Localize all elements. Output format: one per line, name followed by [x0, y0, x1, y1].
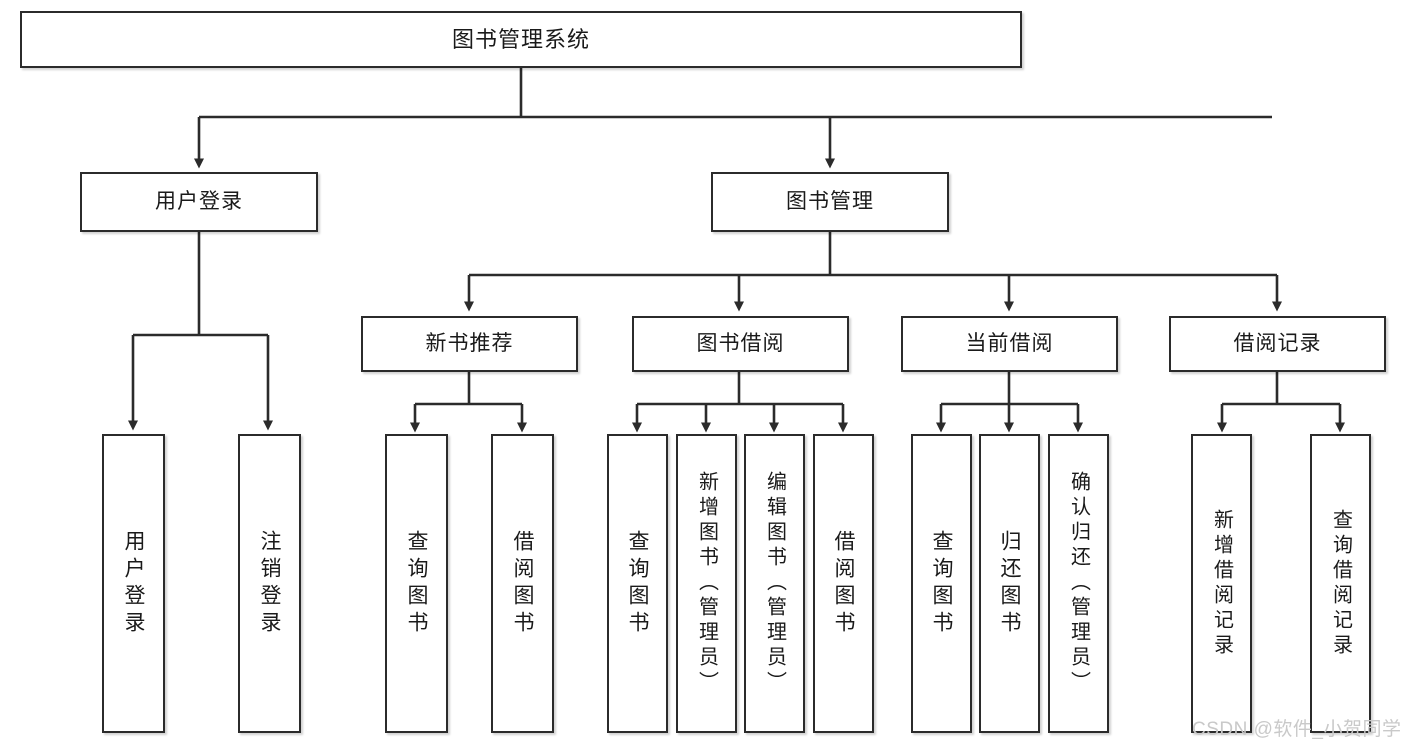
- node-leaf-borrow-book-2[interactable]: 借阅图书: [813, 434, 874, 733]
- node-leaf-return-book-label: 归还图书: [998, 529, 1021, 638]
- node-leaf-borrow-book-1[interactable]: 借阅图书: [491, 434, 554, 733]
- node-borrow-record[interactable]: 借阅记录: [1169, 316, 1386, 372]
- node-root[interactable]: 图书管理系统: [20, 11, 1022, 68]
- node-leaf-query-borrow-record[interactable]: 查询借阅记录: [1310, 434, 1371, 733]
- node-root-label: 图书管理系统: [451, 26, 590, 52]
- node-leaf-query-borrow-record-label: 查询借阅记录: [1329, 508, 1352, 659]
- node-leaf-return-book[interactable]: 归还图书: [979, 434, 1040, 733]
- node-user-login-label: 用户登录: [155, 189, 243, 213]
- node-leaf-edit-book-admin-label: 编辑图书（管理员）: [763, 471, 786, 696]
- node-user-login[interactable]: 用户登录: [80, 172, 318, 232]
- node-leaf-edit-book-admin[interactable]: 编辑图书（管理员）: [744, 434, 805, 733]
- node-leaf-query-book-2[interactable]: 查询图书: [607, 434, 668, 733]
- node-leaf-query-book-2-label: 查询图书: [626, 529, 649, 638]
- node-leaf-add-borrow-record[interactable]: 新增借阅记录: [1191, 434, 1252, 733]
- node-leaf-query-book-1-label: 查询图书: [405, 529, 428, 638]
- node-leaf-user-logout[interactable]: 注销登录: [238, 434, 301, 733]
- node-current-borrow[interactable]: 当前借阅: [901, 316, 1118, 372]
- node-book-manage[interactable]: 图书管理: [711, 172, 949, 232]
- node-leaf-query-book-3[interactable]: 查询图书: [911, 434, 972, 733]
- node-book-borrow[interactable]: 图书借阅: [632, 316, 849, 372]
- node-leaf-add-borrow-record-label: 新增借阅记录: [1210, 508, 1233, 659]
- node-leaf-user-login-label: 用户登录: [122, 529, 145, 638]
- node-leaf-confirm-return-admin[interactable]: 确认归还（管理员）: [1048, 434, 1109, 733]
- node-book-manage-label: 图书管理: [786, 189, 874, 213]
- node-new-book-rec[interactable]: 新书推荐: [361, 316, 578, 372]
- node-leaf-add-book-admin[interactable]: 新增图书（管理员）: [676, 434, 737, 733]
- node-current-borrow-label: 当前借阅: [965, 331, 1054, 355]
- node-borrow-record-label: 借阅记录: [1233, 331, 1322, 355]
- node-leaf-confirm-return-admin-label: 确认归还（管理员）: [1067, 471, 1090, 696]
- node-leaf-user-login[interactable]: 用户登录: [102, 434, 165, 733]
- node-leaf-add-book-admin-label: 新增图书（管理员）: [695, 471, 718, 696]
- node-leaf-query-book-3-label: 查询图书: [930, 529, 953, 638]
- node-leaf-borrow-book-1-label: 借阅图书: [511, 529, 534, 638]
- node-leaf-user-logout-label: 注销登录: [258, 529, 281, 638]
- node-leaf-borrow-book-2-label: 借阅图书: [832, 529, 855, 638]
- node-new-book-rec-label: 新书推荐: [425, 331, 514, 355]
- csdn-watermark: CSDN @软件_小贺同学: [1192, 719, 1402, 740]
- node-leaf-query-book-1[interactable]: 查询图书: [385, 434, 448, 733]
- node-book-borrow-label: 图书借阅: [696, 331, 785, 355]
